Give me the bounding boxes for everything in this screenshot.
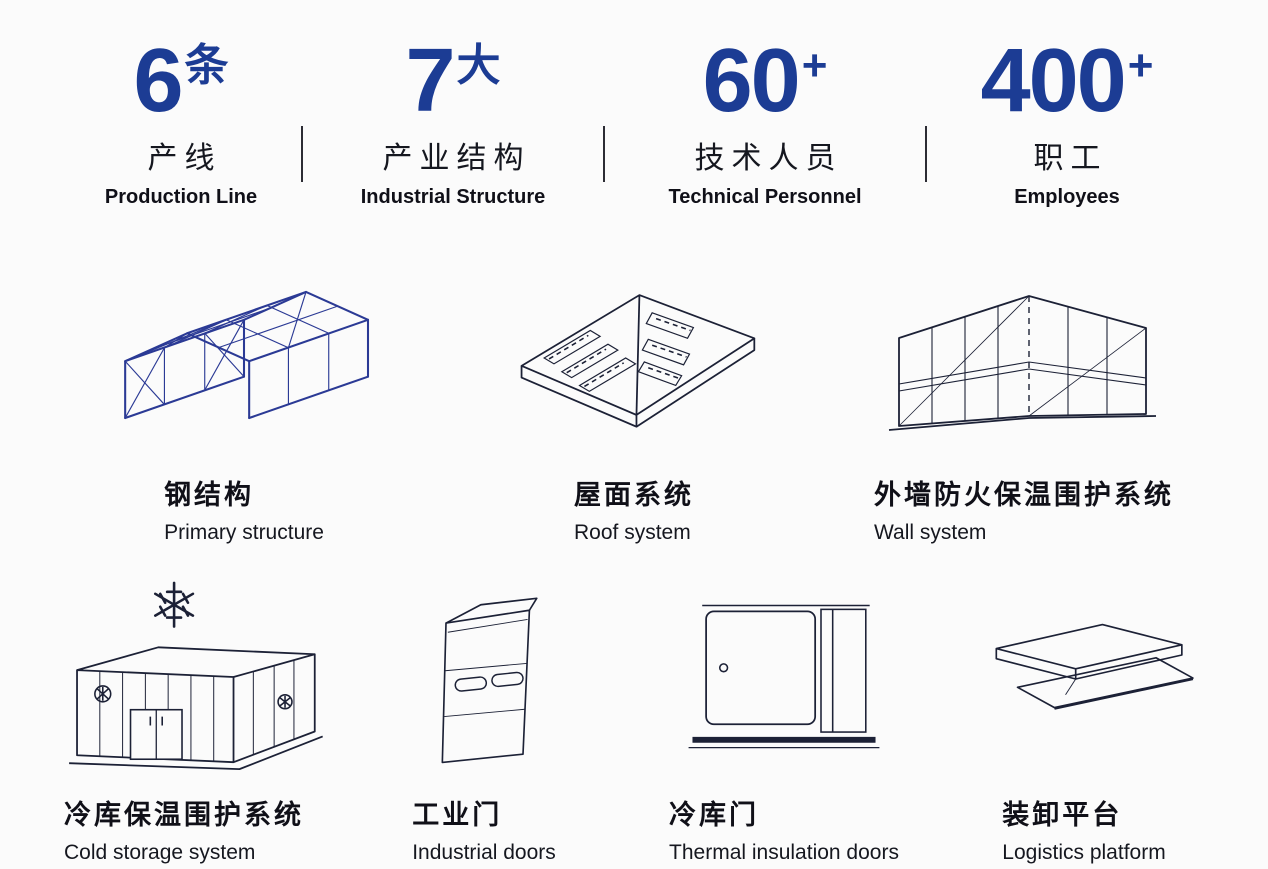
product-label-zh: 工业门 — [412, 799, 503, 830]
product-label-zh: 冷库保温围护系统 — [64, 799, 304, 830]
product-label-en: Logistics platform — [1002, 840, 1166, 864]
roof-system-icon — [497, 257, 772, 455]
product-label-en: Industrial doors — [412, 840, 556, 864]
product-label-en: Wall system — [874, 520, 987, 544]
stat-label-en: Technical Personnel — [668, 185, 862, 208]
product-label-zh: 装卸平台 — [1002, 799, 1123, 830]
double-doors — [129, 708, 183, 760]
stat-number: 6 条 — [133, 31, 229, 131]
stat-value: 60 — [702, 31, 801, 131]
loading-platform-icon — [964, 579, 1204, 779]
product-card-roof-system: 屋面系统 Roof system — [439, 257, 829, 545]
stat-technical-personnel: 60 + 技术人员 Technical Personnel — [605, 31, 925, 209]
stat-label-en: Production Line — [104, 185, 258, 208]
product-label-en: Roof system — [574, 520, 691, 544]
stat-value: 400 — [980, 31, 1127, 131]
cold-storage-door-icon — [674, 579, 894, 779]
stat-industrial-structure: 7 大 产业结构 Industrial Structure — [303, 31, 603, 209]
product-label-zh: 冷库门 — [669, 799, 760, 830]
stat-unit: 条 — [184, 41, 229, 90]
product-row-2: 冷库保温围护系统 Cold storage system — [0, 579, 1268, 865]
stat-label-zh: 产线 — [147, 141, 222, 175]
stat-value: 6 — [133, 31, 183, 131]
stat-label-en: Employees — [1014, 185, 1120, 208]
stat-unit: 大 — [456, 41, 501, 90]
stat-unit: + — [1127, 41, 1154, 90]
product-card-primary-structure: 钢结构 Primary structure — [49, 257, 439, 545]
product-caption: 外墙防火保温围护系统 Wall system — [874, 473, 1174, 545]
stats-divider — [603, 126, 605, 182]
product-caption: 工业门 Industrial doors — [412, 793, 556, 865]
product-label-zh: 钢结构 — [164, 479, 255, 510]
stat-number: 400 + — [980, 31, 1154, 131]
product-caption: 冷库保温围护系统 Cold storage system — [64, 793, 304, 865]
stat-employees: 400 + 职工 Employees — [927, 31, 1207, 209]
product-card-cold-storage: 冷库保温围护系统 Cold storage system — [34, 579, 334, 865]
product-card-wall-system: 外墙防火保温围护系统 Wall system — [829, 257, 1219, 545]
product-label-en: Thermal insulation doors — [669, 840, 899, 864]
stat-production-line: 6 条 产线 Production Line — [61, 31, 301, 209]
stat-label-zh: 职工 — [1033, 141, 1108, 175]
cold-storage-icon — [34, 579, 334, 779]
steel-structure-icon — [99, 257, 389, 455]
stats-divider — [301, 126, 303, 182]
product-label-en: Primary structure — [164, 520, 324, 544]
stat-value: 7 — [405, 31, 455, 131]
stat-number: 60 + — [702, 31, 828, 131]
stats-row: 6 条 产线 Production Line 7 大 产业结构 Industri… — [0, 31, 1268, 209]
stat-label-zh: 技术人员 — [694, 141, 843, 175]
product-label-zh: 外墙防火保温围护系统 — [874, 479, 1174, 510]
product-caption: 钢结构 Primary structure — [164, 473, 324, 545]
fan-units — [94, 684, 293, 710]
snowflake-mark — [153, 581, 195, 628]
product-caption: 屋面系统 Roof system — [574, 473, 694, 545]
stats-divider — [925, 126, 927, 182]
product-caption: 装卸平台 Logistics platform — [1002, 793, 1165, 865]
stat-label-en: Industrial Structure — [360, 185, 546, 208]
industrial-door-icon — [402, 579, 567, 779]
product-card-industrial-doors: 工业门 Industrial doors — [334, 579, 634, 865]
product-card-thermal-doors: 冷库门 Thermal insulation doors — [634, 579, 934, 865]
product-card-logistics-platform: 装卸平台 Logistics platform — [934, 579, 1234, 865]
product-caption: 冷库门 Thermal insulation doors — [669, 793, 899, 865]
stat-unit: + — [801, 41, 828, 90]
stat-number: 7 大 — [405, 31, 501, 131]
product-row-1: 钢结构 Primary structure — [0, 257, 1268, 545]
product-label-en: Cold storage system — [64, 840, 256, 864]
product-label-zh: 屋面系统 — [574, 479, 694, 510]
stat-label-zh: 产业结构 — [382, 141, 531, 175]
wall-system-icon — [874, 257, 1174, 455]
